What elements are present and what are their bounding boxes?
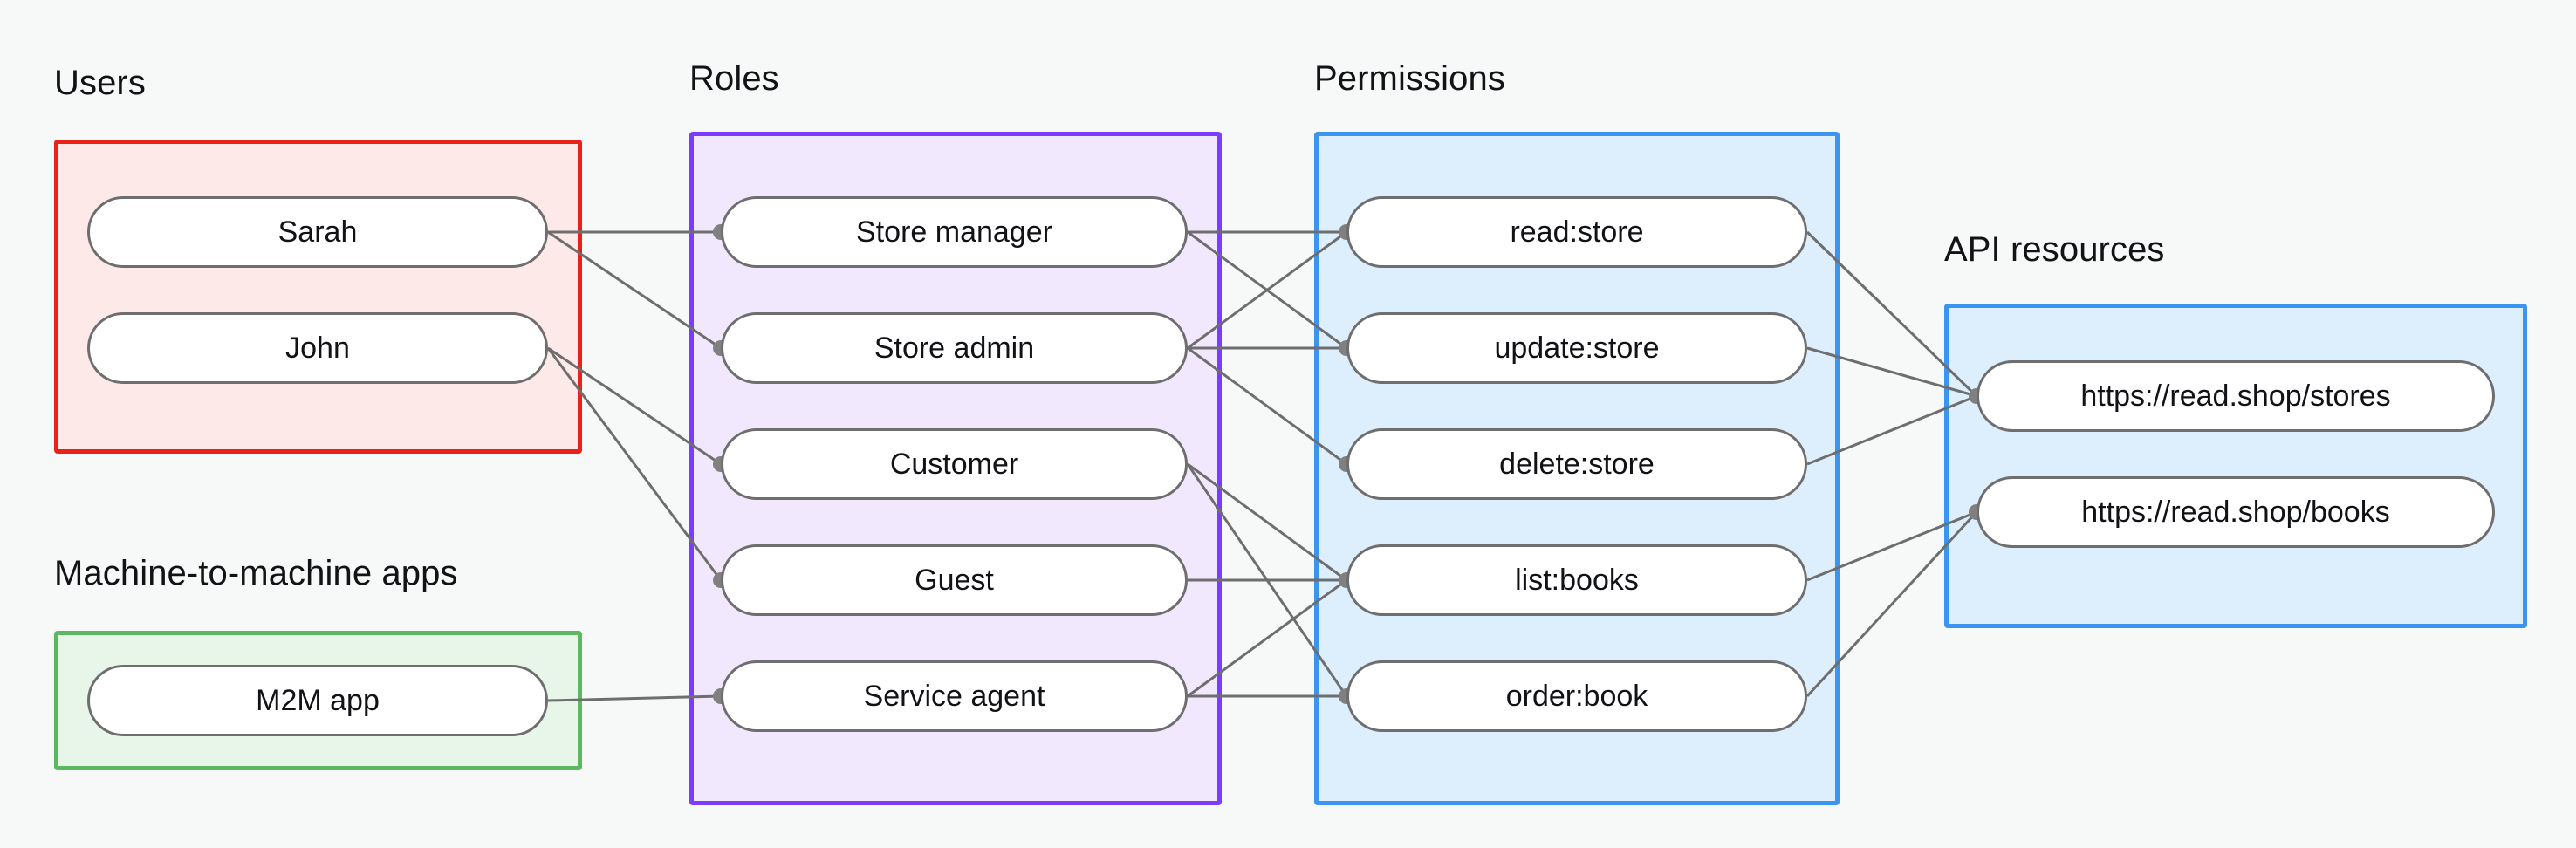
node-role-store-manager[interactable]: Store manager xyxy=(721,196,1188,268)
node-role-service-agent[interactable]: Service agent xyxy=(721,660,1188,732)
node-api-resource-stores[interactable]: https://read.shop/stores xyxy=(1977,360,2495,432)
node-user-sarah[interactable]: Sarah xyxy=(87,196,548,268)
node-role-customer[interactable]: Customer xyxy=(721,428,1188,500)
node-permission-delete-store[interactable]: delete:store xyxy=(1346,428,1807,500)
node-m2m-app[interactable]: M2M app xyxy=(87,665,548,736)
group-label-users: Users xyxy=(54,64,146,102)
group-box-users xyxy=(54,140,582,454)
node-user-john[interactable]: John xyxy=(87,312,548,384)
group-label-roles: Roles xyxy=(689,59,779,98)
node-permission-update-store[interactable]: update:store xyxy=(1346,312,1807,384)
group-label-api-resources: API resources xyxy=(1944,230,2165,269)
node-permission-read-store[interactable]: read:store xyxy=(1346,196,1807,268)
group-label-m2m: Machine-to-machine apps xyxy=(54,554,458,592)
group-box-api-resources xyxy=(1944,304,2527,628)
node-permission-list-books[interactable]: list:books xyxy=(1346,544,1807,616)
group-label-permissions: Permissions xyxy=(1314,59,1505,98)
node-api-resource-books[interactable]: https://read.shop/books xyxy=(1977,476,2495,548)
node-permission-order-book[interactable]: order:book xyxy=(1346,660,1807,732)
node-role-store-admin[interactable]: Store admin xyxy=(721,312,1188,384)
node-role-guest[interactable]: Guest xyxy=(721,544,1188,616)
